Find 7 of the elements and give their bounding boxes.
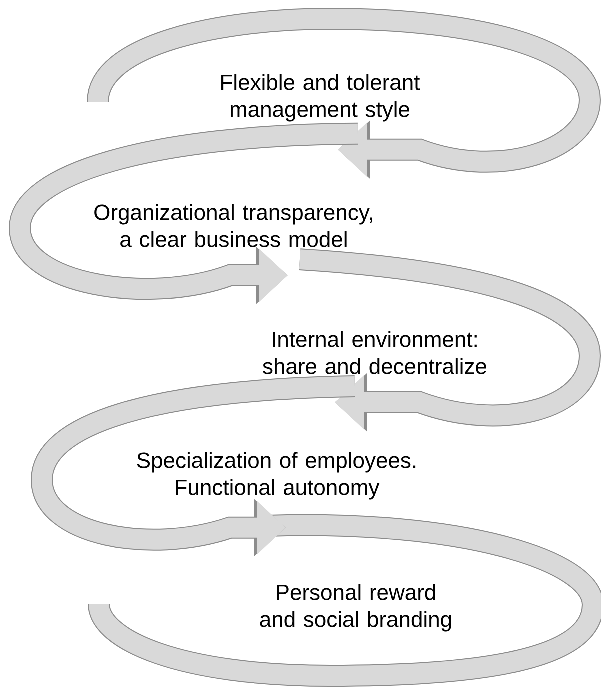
step-text: Internal environment: share and decentralize <box>263 331 486 374</box>
step-text: Flexible and tolerant management style <box>222 74 420 122</box>
step-text: Personal reward and social branding <box>260 584 452 632</box>
step-text: Specialization of employees. Functional autonomy <box>137 452 416 500</box>
curved-arrow <box>299 248 601 432</box>
step-text: Organizational transparency, a clear business model <box>94 204 372 248</box>
curved-arrow <box>87 8 601 179</box>
